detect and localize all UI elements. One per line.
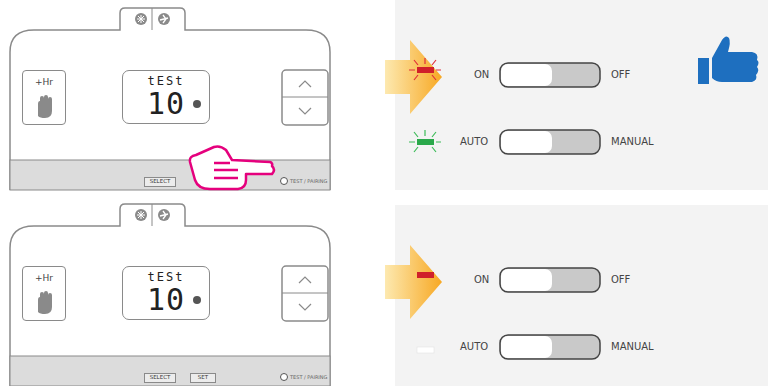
receiver [385, 0, 768, 190]
led-green [417, 139, 434, 145]
switch-label: MANUAL [611, 341, 654, 352]
led-flash [409, 58, 441, 80]
lcd-display: tESt10 [122, 70, 210, 124]
display-text: 10 [147, 89, 185, 119]
button-label: SELECT [150, 375, 171, 381]
button-label: SET [198, 375, 208, 381]
hour-button: +Hr [22, 70, 66, 125]
display-text: tESt [148, 75, 185, 88]
switch-label: ON [474, 69, 489, 80]
switch-label: MANUAL [611, 136, 654, 147]
switch-label: OFF [611, 274, 630, 285]
thumbs-up [698, 36, 759, 84]
switch-label: OFF [611, 69, 630, 80]
lcd-display: tESt10 [122, 266, 210, 320]
pairing-label: TEST / PAIRING [290, 374, 327, 380]
hour-button: +Hr [22, 266, 66, 321]
thermostat [10, 204, 330, 386]
display-text: tESt [148, 271, 185, 284]
thermostat [10, 8, 330, 190]
select-button: SELECT [144, 373, 176, 383]
pressing-hand [190, 146, 274, 189]
display-text: 10 [147, 285, 185, 315]
switch-label: ON [474, 274, 489, 285]
switch-label: AUTO [460, 136, 488, 147]
button-label: SELECT [150, 179, 171, 185]
button-label: +Hr [35, 274, 53, 284]
select-button: SELECT [144, 177, 176, 187]
button-label: +Hr [35, 78, 53, 88]
led-off [417, 347, 434, 353]
switch-label: AUTO [460, 341, 488, 352]
pairing-label: TEST / PAIRING [290, 178, 327, 184]
led-flash [409, 130, 441, 152]
set-button: SET [190, 373, 216, 383]
receiver [385, 205, 768, 386]
